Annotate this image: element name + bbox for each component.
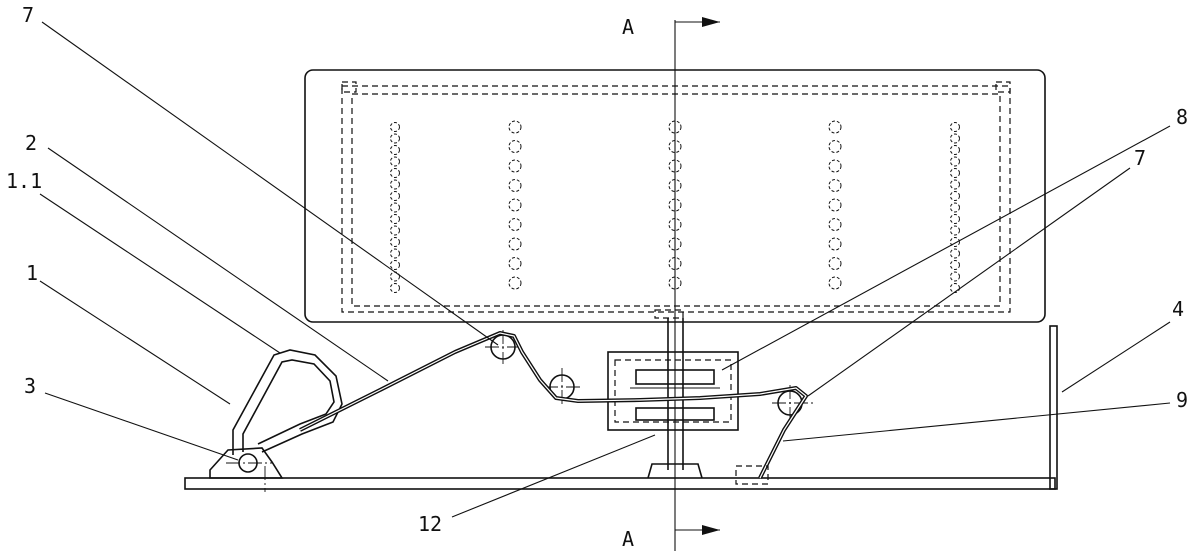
hole — [668, 179, 682, 192]
hole — [668, 120, 682, 134]
hole — [828, 140, 842, 153]
hole — [828, 120, 842, 134]
hole — [950, 191, 960, 201]
callout-4: 4 — [1172, 297, 1184, 321]
hole — [508, 198, 522, 212]
upper-housing — [304, 69, 1046, 323]
hole — [390, 202, 400, 213]
base-plate — [184, 466, 1056, 492]
hole — [508, 179, 522, 192]
hole — [390, 122, 400, 132]
callout-3: 3 — [24, 374, 36, 398]
hole — [828, 257, 842, 270]
hole — [390, 283, 400, 293]
hole — [950, 260, 960, 270]
hole — [950, 225, 960, 236]
hole — [668, 237, 682, 251]
hole — [390, 260, 400, 270]
hole — [390, 191, 400, 201]
hole — [508, 237, 522, 251]
hole — [390, 237, 400, 247]
hole — [508, 120, 522, 134]
callout-1: 1 — [26, 261, 38, 285]
hole — [950, 237, 960, 247]
hole — [390, 271, 400, 282]
hole — [950, 202, 960, 213]
hole — [668, 276, 682, 290]
hole — [950, 156, 960, 167]
hole — [950, 122, 960, 132]
hole — [668, 198, 682, 212]
hole — [390, 133, 400, 144]
callout-1-1: 1.1 — [6, 169, 42, 193]
hole — [390, 145, 400, 155]
hole — [950, 145, 960, 155]
hole — [390, 248, 400, 259]
section-label-bottom: A — [622, 527, 634, 551]
hole — [508, 276, 522, 290]
hole — [390, 214, 400, 224]
hole — [668, 159, 682, 173]
hole — [390, 225, 400, 236]
hole — [828, 159, 842, 173]
anchor-block — [735, 465, 769, 485]
section-label-top: A — [622, 15, 634, 39]
hole — [508, 159, 522, 173]
hole — [950, 179, 960, 190]
hole — [828, 276, 842, 290]
hole — [828, 198, 842, 212]
belt-strap — [299, 331, 808, 479]
hole — [508, 218, 522, 231]
callout-7-left: 7 — [22, 3, 34, 27]
hole-pattern — [390, 120, 960, 293]
hole — [668, 140, 682, 153]
clamp-block — [607, 351, 739, 431]
hole — [828, 237, 842, 251]
loop-handle — [232, 349, 343, 455]
callout-12: 12 — [418, 512, 442, 536]
hole — [668, 218, 682, 231]
hole — [508, 257, 522, 270]
pin-bracket — [209, 447, 284, 479]
leader-lines — [39, 21, 1171, 518]
hole — [390, 156, 400, 167]
hole — [828, 179, 842, 192]
central-support — [647, 309, 703, 479]
hole — [390, 168, 400, 178]
hole — [390, 179, 400, 190]
hole — [950, 214, 960, 224]
section-line-a-a — [674, 17, 720, 551]
callout-9: 9 — [1176, 388, 1188, 412]
hole — [950, 283, 960, 293]
callout-7-right: 7 — [1134, 146, 1146, 170]
hole — [950, 248, 960, 259]
callout-8: 8 — [1176, 105, 1188, 129]
hole — [828, 218, 842, 231]
hole — [668, 257, 682, 270]
hole — [508, 140, 522, 153]
callout-2: 2 — [25, 131, 37, 155]
hole — [950, 271, 960, 282]
side-plate — [1049, 325, 1058, 490]
hole — [950, 133, 960, 144]
hole — [950, 168, 960, 178]
